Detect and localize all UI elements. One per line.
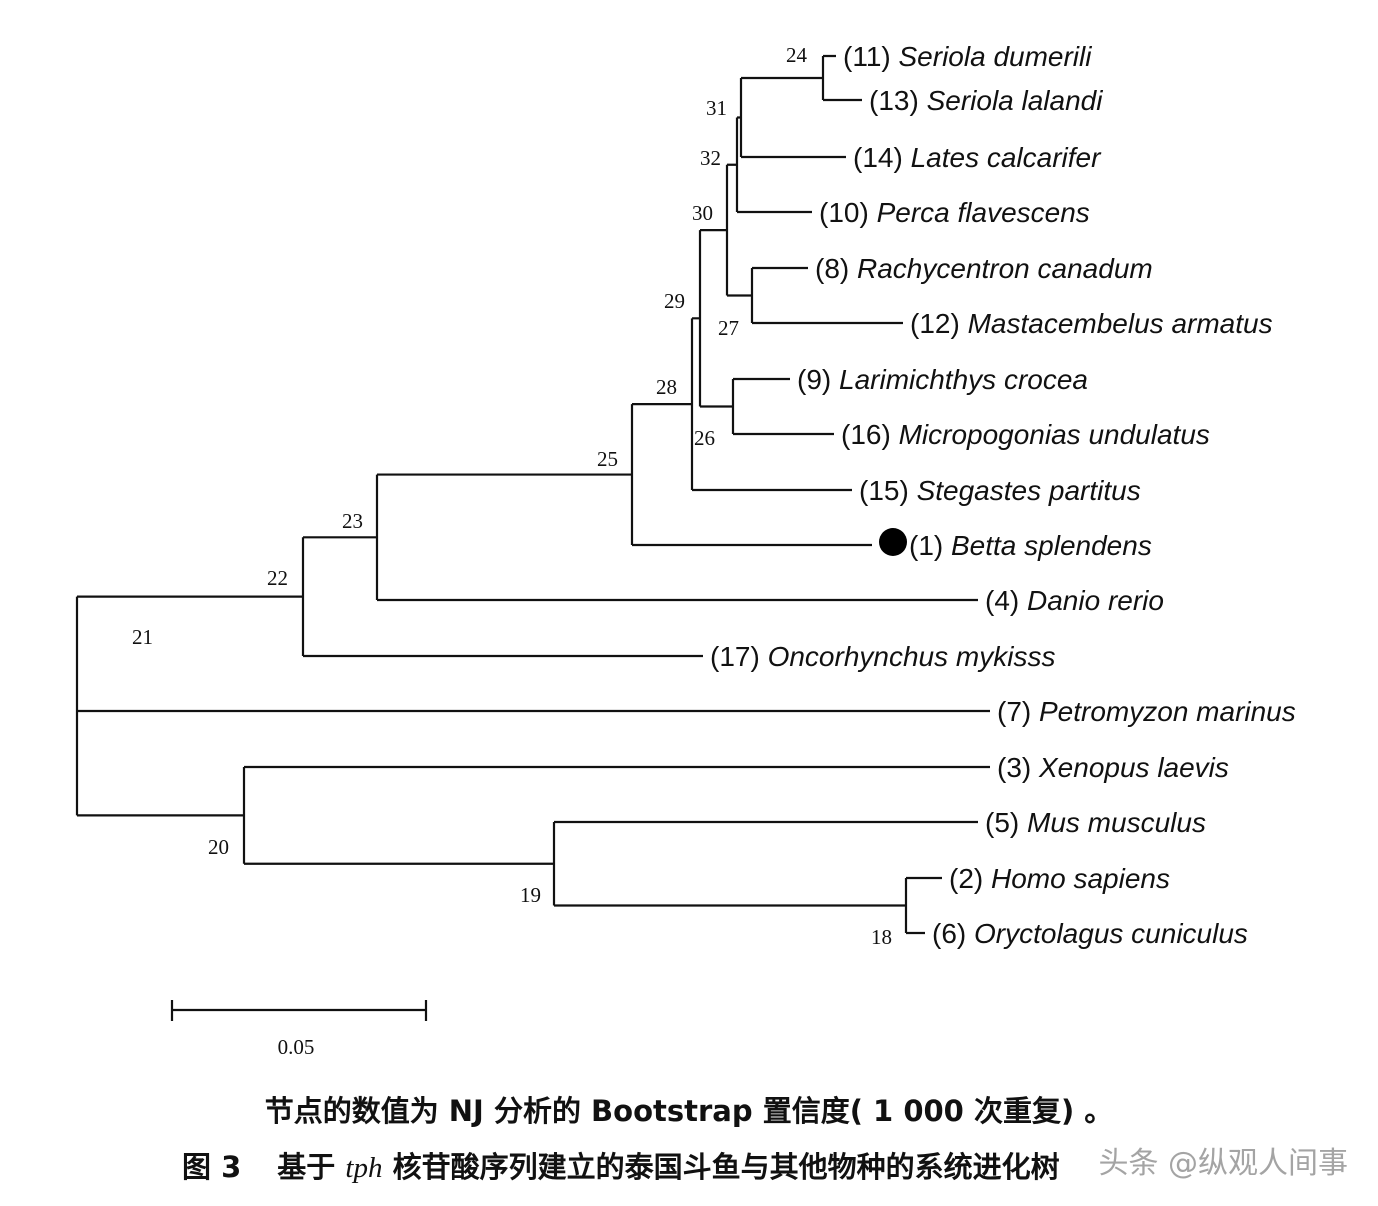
taxon-larimichthys-crocea: (9) Larimichthys crocea — [797, 364, 1088, 395]
caption-note: 节点的数值为 NJ 分析的 Bootstrap 置信度( 1 000 次重复) … — [264, 1094, 1114, 1128]
bootstrap-value-25: 25 — [597, 447, 618, 471]
figure-caption: 图 3 基于 tph 核苷酸序列建立的泰国斗鱼与其他物种的系统进化树 — [182, 1144, 1060, 1186]
taxon-mastacembelus-armatus: (12) Mastacembelus armatus — [910, 308, 1273, 339]
taxon-seriola-lalandi: (13) Seriola lalandi — [869, 85, 1103, 116]
figure-label: 图 3 — [182, 1150, 242, 1184]
taxon-micropogonias-undulatus: (16) Micropogonias undulatus — [841, 419, 1210, 450]
bootstrap-value-23: 23 — [342, 509, 363, 533]
bootstrap-labels: 24 31 32 30 27 29 26 28 25 23 22 21 20 19 18 — [132, 43, 892, 949]
target-species-marker — [879, 528, 907, 556]
caption-suffix: 核苷酸序列建立的泰国斗鱼与其他物种的系统进化树 — [392, 1150, 1060, 1184]
bootstrap-value-29: 29 — [664, 289, 685, 313]
scale-bar: 0.05 — [170, 1000, 428, 1059]
bootstrap-value-20: 20 — [208, 835, 229, 859]
bootstrap-value-32: 32 — [700, 146, 721, 170]
taxon-stegastes-partitus: (15) Stegastes partitus — [859, 475, 1141, 506]
taxon-danio-rerio: (4) Danio rerio — [985, 585, 1164, 616]
taxon-oncorhynchus-mykisss: (17) Oncorhynchus mykisss — [710, 641, 1055, 672]
taxon-betta-splendens: (1) Betta splendens — [909, 530, 1152, 561]
bootstrap-value-28: 28 — [656, 375, 677, 399]
bootstrap-value-27: 27 — [718, 316, 739, 340]
taxon-perca-flavescens: (10) Perca flavescens — [819, 197, 1090, 228]
bootstrap-value-18: 18 — [871, 925, 892, 949]
taxon-xenopus-laevis: (3) Xenopus laevis — [997, 752, 1229, 783]
taxon-oryctolagus-cuniculus: (6) Oryctolagus cuniculus — [932, 918, 1248, 949]
bootstrap-value-26: 26 — [694, 426, 715, 450]
bootstrap-value-24: 24 — [786, 43, 808, 67]
taxon-seriola-dumerili: (11) Seriola dumerili — [843, 41, 1092, 72]
taxon-petromyzon-marinus: (7) Petromyzon marinus — [997, 696, 1296, 727]
taxon-rachycentron-canadum: (8) Rachycentron canadum — [815, 253, 1153, 284]
bootstrap-value-31: 31 — [706, 96, 727, 120]
taxon-labels: (11) Seriola dumerili (13) Seriola laland… — [710, 41, 1296, 949]
watermark: 头条 @纵观人间事 — [1098, 1146, 1348, 1181]
bootstrap-value-19: 19 — [520, 883, 541, 907]
taxon-mus-musculus: (5) Mus musculus — [985, 807, 1206, 838]
bootstrap-value-30: 30 — [692, 201, 713, 225]
bootstrap-value-22: 22 — [267, 566, 288, 590]
phylogenetic-tree: 24 31 32 30 27 29 26 28 25 23 22 21 20 19 18 (11) Seri… — [75, 41, 1296, 1059]
taxon-lates-calcarifer: (14) Lates calcarifer — [853, 142, 1102, 173]
branch-lines — [75, 54, 990, 935]
tree-branches — [75, 54, 990, 935]
taxon-homo-sapiens: (2) Homo sapiens — [949, 863, 1170, 894]
gene-name: tph — [345, 1152, 383, 1184]
bootstrap-value-21: 21 — [132, 625, 153, 649]
scale-bar-label: 0.05 — [278, 1035, 315, 1059]
caption-prefix: 基于 — [277, 1150, 336, 1184]
